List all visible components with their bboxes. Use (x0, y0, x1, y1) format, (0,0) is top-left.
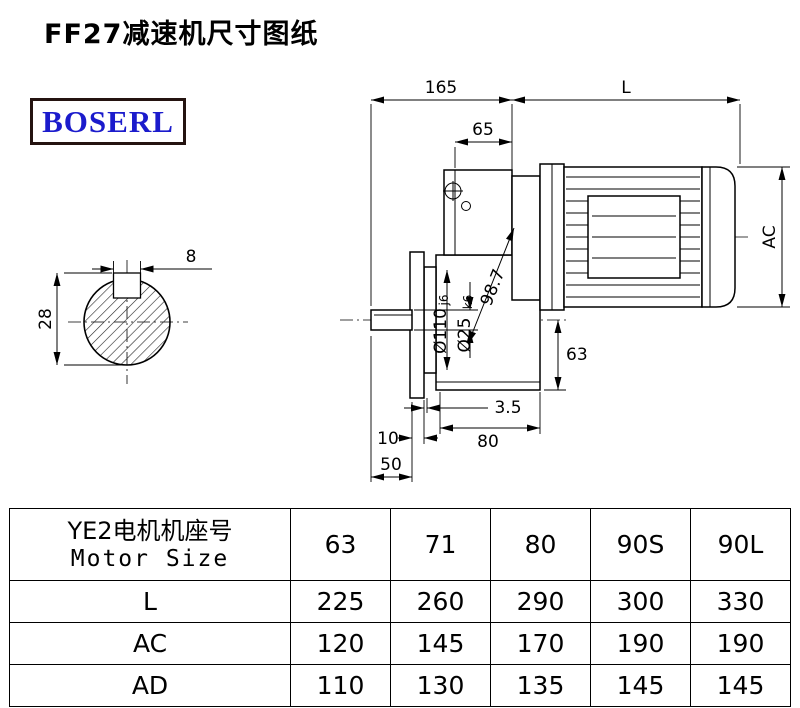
table-cell: 290 (490, 580, 591, 623)
size-column-header: 63 (290, 508, 391, 581)
row-label: AD (9, 664, 291, 707)
bolt-hole-small-icon (461, 201, 471, 211)
size-column-header: 71 (390, 508, 491, 581)
dim-d110-tolerance: j6 (437, 295, 451, 307)
table-cell: 190 (690, 622, 791, 665)
table-cell: 145 (590, 664, 691, 707)
dim-d25-tolerance: k6 (461, 295, 475, 310)
table-cell: 110 (290, 664, 391, 707)
dim-63-label: 63 (566, 345, 588, 365)
table-cell: 330 (690, 580, 791, 623)
dim-165: 165 (370, 78, 513, 306)
dim-3-5-label: 3.5 (494, 398, 521, 418)
dim-key-width-label: 8 (186, 247, 197, 267)
brand-logo-text: BOSERL (42, 103, 174, 139)
dim-key-width: 8 (92, 247, 212, 278)
table-cell: 120 (290, 622, 391, 665)
dim-50-label: 50 (380, 455, 402, 475)
technical-drawing: 8 28 (36, 78, 790, 482)
motor-fan-cover (701, 166, 736, 308)
size-column-header: 90S (590, 508, 691, 581)
dim-section-height: 28 (36, 272, 126, 366)
dim-AC-label: AC (760, 225, 780, 248)
dim-3-5: 3.5 (404, 398, 522, 418)
table-header-row: YE2电机机座号 Motor Size 63 71 80 90S 90L (9, 508, 791, 581)
dim-80-label: 80 (477, 432, 499, 452)
motor-size-label-en: Motor Size (70, 545, 230, 572)
brand-logo: BOSERL (30, 98, 186, 145)
keyway-slot (112, 272, 142, 299)
motor-view (511, 163, 736, 311)
table-cell: 260 (390, 580, 491, 623)
page-title: FF27减速机尺寸图纸 (44, 19, 319, 50)
dim-d110-label: Ø110 (431, 308, 451, 354)
motor-size-label-cn: YE2电机机座号 (67, 516, 233, 545)
table-cell: 135 (490, 664, 591, 707)
row-label: L (9, 580, 291, 623)
row-label: AC (9, 622, 291, 665)
dim-10: 10 (377, 400, 438, 449)
size-column-header: 90L (690, 508, 791, 581)
table-cell: 130 (390, 664, 491, 707)
table-row-AD: AD 110 130 135 145 145 (9, 664, 791, 707)
dim-10-label: 10 (377, 429, 399, 449)
table-cell: 300 (590, 580, 691, 623)
table-cell: 225 (290, 580, 391, 623)
table-row-L: L 225 260 290 300 330 (9, 580, 791, 623)
spec-table: YE2电机机座号 Motor Size 63 71 80 90S 90L L 2… (9, 508, 791, 707)
dim-diameter-110: Ø110 j6 (431, 270, 451, 370)
table-row-AC: AC 120 145 170 190 190 (9, 622, 791, 665)
dim-80: 80 (439, 392, 541, 452)
dim-50: 50 (370, 336, 413, 482)
output-shaft (370, 309, 413, 331)
table-cell: 145 (690, 664, 791, 707)
table-cell: 170 (490, 622, 591, 665)
table-cell: 190 (590, 622, 691, 665)
shaft-section-view: 8 28 (36, 247, 212, 384)
size-column-header: 80 (490, 508, 591, 581)
dim-65: 65 (454, 120, 512, 168)
dim-section-height-label: 28 (36, 308, 56, 330)
dim-AC: AC (737, 166, 790, 308)
dim-65-label: 65 (472, 120, 494, 140)
dim-63: 63 (544, 320, 588, 391)
motor-adapter (511, 175, 541, 301)
dim-L: L (512, 78, 741, 164)
dim-165-label: 165 (425, 78, 457, 98)
dim-L-label: L (621, 78, 631, 98)
table-cell: 145 (390, 622, 491, 665)
motor-size-header-cell: YE2电机机座号 Motor Size (9, 508, 291, 581)
